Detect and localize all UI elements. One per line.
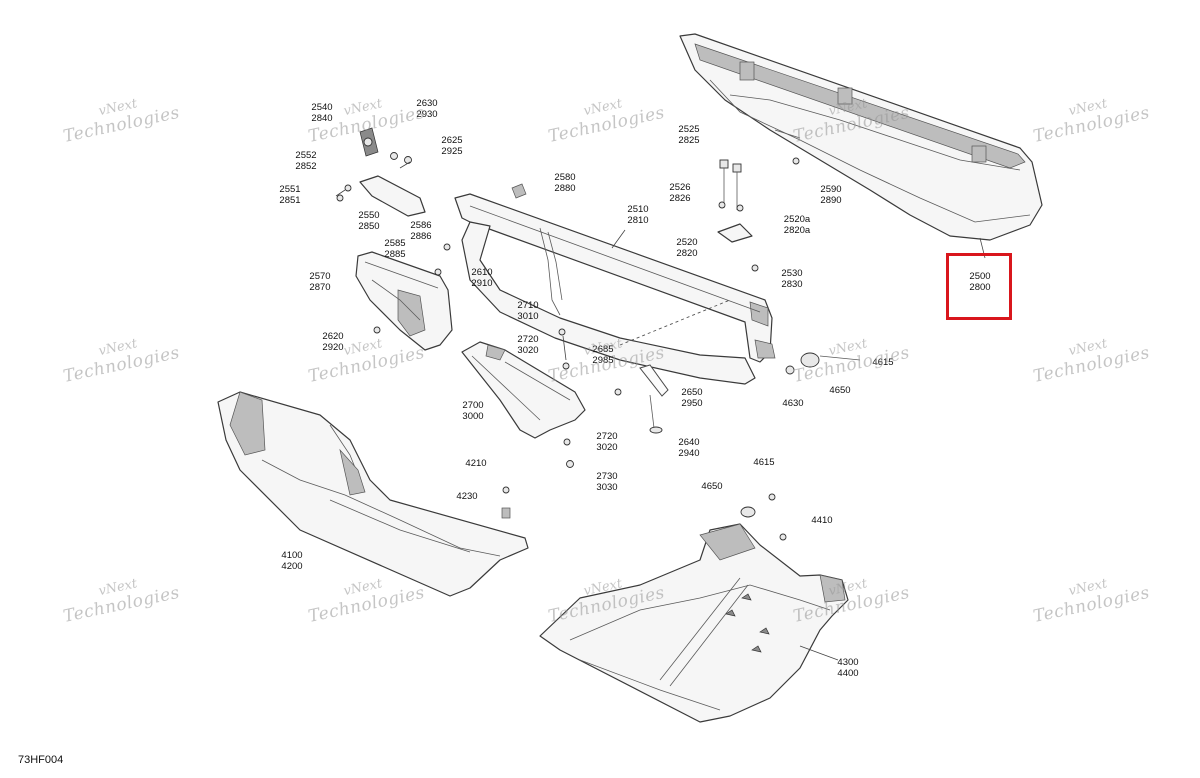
callout-label[interactable]: 2550 2850 [358,210,380,232]
callout-label[interactable]: 4230 [456,491,478,502]
callout-label[interactable]: 4615 [872,357,894,368]
callout-label[interactable]: 4210 [465,458,487,469]
callout-label[interactable]: 2500 2800 [969,271,991,293]
callout-label[interactable]: 4630 [782,398,804,409]
side-panel-part [679,33,1043,259]
callout-label[interactable]: 2720 3020 [517,334,539,356]
callout-label[interactable]: 2520a 2820a [783,214,811,236]
callout-label[interactable]: 2700 3000 [462,400,484,422]
figure-code: 73HF004 [18,754,64,766]
handle-part [461,328,586,468]
hinge-assembly [335,127,426,217]
latch-housing-part [355,243,453,351]
callout-label[interactable]: 4615 [753,457,775,468]
striker-hardware [785,352,861,375]
callout-label[interactable]: 2520 2820 [676,237,698,259]
callout-label[interactable]: 2590 2890 [820,184,842,206]
callout-label[interactable]: 4650 [701,481,723,492]
callout-label[interactable]: 4300 4400 [837,657,859,679]
callout-label[interactable]: 2525 2825 [678,124,700,146]
callout-label[interactable]: 2610 2910 [471,267,493,289]
clip-part [511,183,527,199]
callout-label[interactable]: 2640 2940 [678,437,700,459]
callout-label[interactable]: 2580 2880 [554,172,576,194]
callout-label[interactable]: 2585 2885 [384,238,406,260]
callout-label[interactable]: 2730 3030 [596,471,618,493]
callout-label[interactable]: 2540 2840 [311,102,333,124]
cable-part [614,364,669,434]
callout-label[interactable]: 2620 2920 [322,331,344,353]
callout-label[interactable]: 2530 2830 [781,268,803,290]
lower-right-panel-part [539,493,849,723]
callout-label[interactable]: 2586 2886 [410,220,432,242]
callout-label[interactable]: 4650 [829,385,851,396]
callout-label[interactable]: 2526 2826 [669,182,691,204]
callout-label[interactable]: 2630 2930 [416,98,438,120]
callout-label[interactable]: 2625 2925 [441,135,463,157]
callout-label[interactable]: 2552 2852 [295,150,317,172]
callout-label[interactable]: 2650 2950 [681,387,703,409]
callout-label[interactable]: 2570 2870 [309,271,331,293]
callout-label[interactable]: 2510 2810 [627,204,649,226]
bracket-hardware [717,157,800,272]
callout-label[interactable]: 4100 4200 [281,550,303,572]
door-frame-part [454,193,776,385]
highlight-box [946,253,1012,320]
callout-label[interactable]: 2710 3010 [517,300,539,322]
callout-label[interactable]: 4410 [811,515,833,526]
lower-left-panel-part [217,391,529,597]
callout-label[interactable]: 2551 2851 [279,184,301,206]
callout-label[interactable]: 2685 2985 [592,344,614,366]
callout-label[interactable]: 2720 3020 [596,431,618,453]
